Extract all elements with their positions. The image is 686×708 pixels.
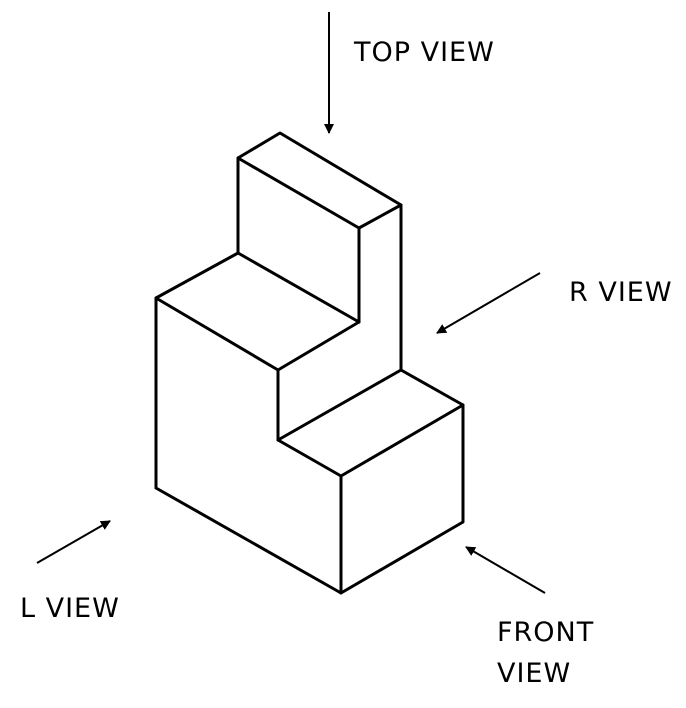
front-view-label-line2: VIEW (497, 658, 571, 689)
upper-block-top-face (236, 156, 403, 230)
step-top-face (154, 296, 361, 372)
l-view-label: L VIEW (20, 593, 120, 624)
top-view-label: TOP VIEW (353, 37, 495, 68)
front-view-label-line1: FRONT (497, 617, 594, 648)
step-back-edge (236, 251, 361, 324)
lower-block-back-edge (276, 368, 403, 442)
r-view-label: R VIEW (569, 277, 673, 308)
block-left-face (154, 131, 465, 595)
view-arrows (36, 12, 546, 594)
r-view-arrow (436, 272, 541, 334)
front-view-arrow (465, 546, 546, 594)
l-view-arrow (36, 520, 111, 564)
lower-block-top-face (276, 403, 465, 478)
isometric-block (154, 131, 465, 595)
